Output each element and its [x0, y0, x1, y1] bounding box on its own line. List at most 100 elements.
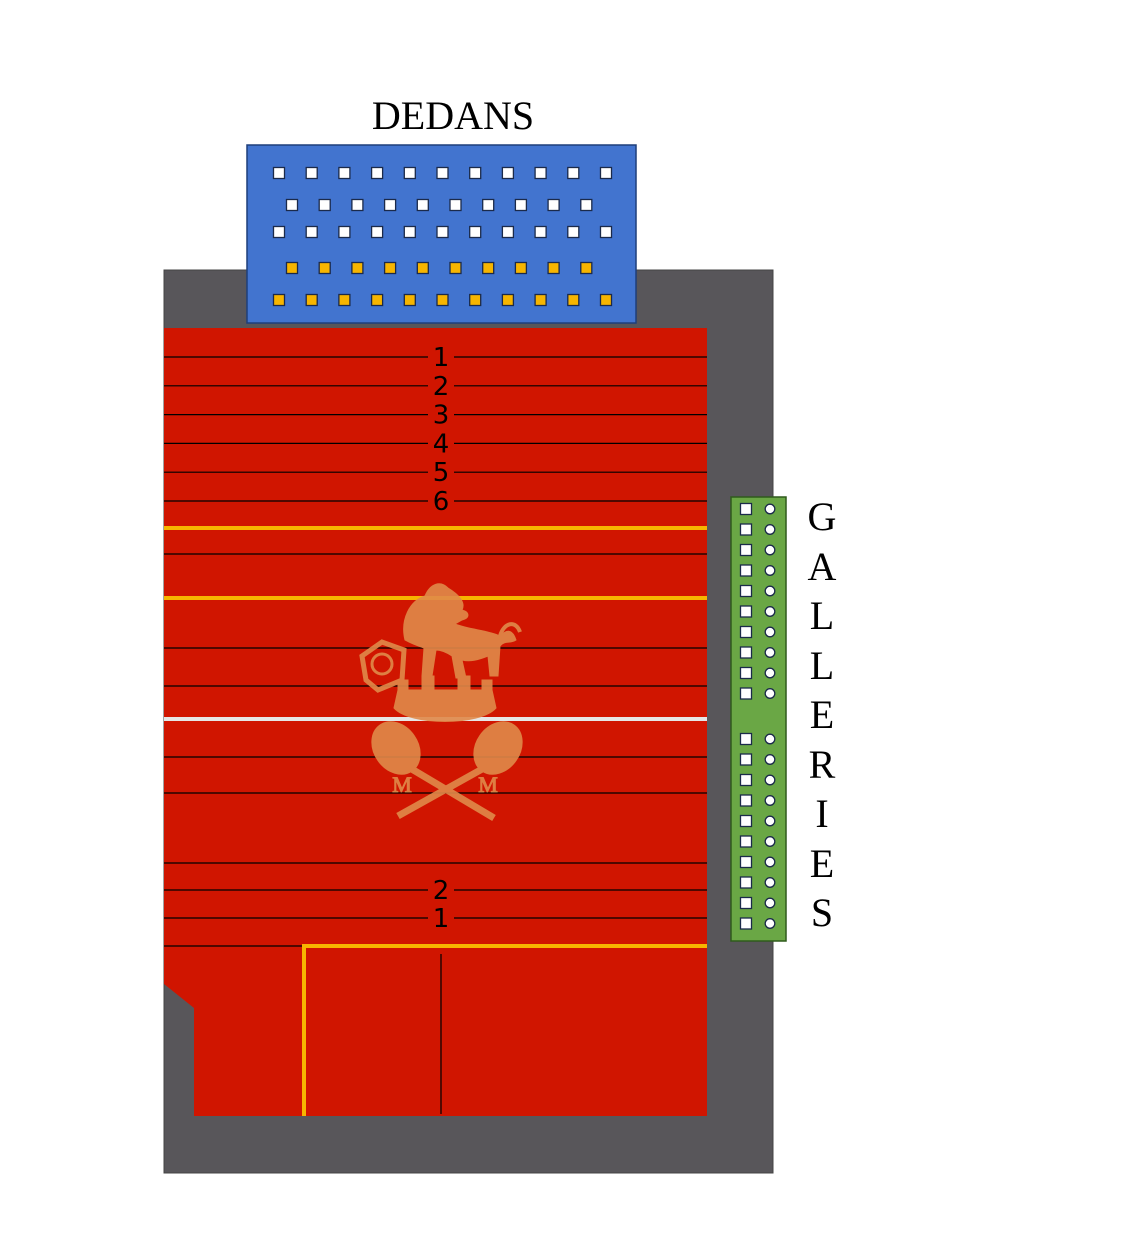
gallery-seat-circle[interactable]: [764, 565, 776, 576]
gallery-seat-square[interactable]: [739, 773, 753, 787]
gallery-seat-square[interactable]: [739, 605, 753, 618]
dedans-seat[interactable]: [305, 293, 318, 307]
dedans-seat[interactable]: [580, 198, 593, 212]
dedans-seat[interactable]: [403, 166, 416, 180]
galleries-letter: L: [809, 642, 835, 688]
gallery-seat-square[interactable]: [739, 835, 753, 848]
dedans-seat[interactable]: [469, 225, 482, 239]
gallery-seat-square[interactable]: [739, 814, 753, 828]
dedans-seat[interactable]: [501, 293, 515, 307]
dedans-seat[interactable]: [416, 261, 429, 275]
dedans-seat[interactable]: [285, 261, 299, 275]
dedans-seat[interactable]: [436, 293, 449, 307]
dedans-seat[interactable]: [501, 225, 515, 239]
gallery-seat-circle[interactable]: [764, 647, 776, 658]
dedans-seat[interactable]: [534, 225, 547, 239]
gallery-seat-square[interactable]: [739, 646, 753, 659]
dedans-seat[interactable]: [285, 198, 299, 212]
gallery-seat-square[interactable]: [739, 666, 753, 680]
dedans-seat[interactable]: [383, 198, 397, 212]
crest-crown-battlement-1: [397, 679, 409, 693]
dedans-seat[interactable]: [318, 261, 331, 275]
gallery-seat-circle[interactable]: [764, 897, 776, 909]
gallery-seat-circle[interactable]: [764, 815, 776, 827]
dedans-seat[interactable]: [482, 198, 495, 212]
dedans-seat[interactable]: [338, 293, 351, 307]
dedans-seat[interactable]: [514, 261, 528, 275]
dedans-seat[interactable]: [272, 225, 286, 239]
dedans-seat[interactable]: [305, 166, 318, 180]
dedans-seat[interactable]: [338, 225, 351, 239]
dedans-seat[interactable]: [272, 166, 286, 180]
dedans-seat[interactable]: [567, 166, 580, 180]
dedans-seat[interactable]: [272, 293, 286, 307]
dedans-seat[interactable]: [567, 293, 580, 307]
dedans-seat[interactable]: [403, 293, 416, 307]
dedans-seat[interactable]: [351, 198, 364, 212]
gallery-seat-circle[interactable]: [764, 688, 776, 699]
dedans-seat[interactable]: [318, 198, 331, 212]
gallery-seat-circle[interactable]: [764, 524, 776, 535]
crest-letter-left: M: [392, 772, 412, 797]
gallery-seat-square[interactable]: [739, 584, 753, 598]
gallery-seat-square[interactable]: [739, 502, 753, 516]
gallery-seat-square[interactable]: [739, 917, 753, 930]
gallery-seat-circle[interactable]: [764, 836, 776, 847]
gallery-seat-circle[interactable]: [764, 733, 776, 745]
dedans-seat[interactable]: [436, 166, 449, 180]
dedans-seat[interactable]: [436, 225, 449, 239]
gallery-seat-circle[interactable]: [764, 667, 776, 679]
dedans-seat[interactable]: [403, 225, 416, 239]
gallery-seat-circle[interactable]: [764, 606, 776, 617]
dedans-seat[interactable]: [370, 166, 384, 180]
dedans-seat[interactable]: [469, 166, 482, 180]
gallery-seat-circle[interactable]: [764, 626, 776, 638]
gallery-seat-square[interactable]: [739, 564, 753, 577]
gallery-seat-square[interactable]: [739, 753, 753, 766]
gallery-seat-square[interactable]: [739, 543, 753, 557]
gallery-seat-square[interactable]: [739, 794, 753, 807]
dedans-seat[interactable]: [599, 225, 613, 239]
crest-lion-tail: [498, 622, 522, 637]
crest-lion: [403, 583, 517, 679]
dedans-seat[interactable]: [370, 225, 384, 239]
gallery-seat-square[interactable]: [739, 687, 753, 700]
dedans-seat[interactable]: [305, 225, 318, 239]
gallery-seat-square[interactable]: [739, 732, 753, 746]
gallery-seat-circle[interactable]: [764, 795, 776, 806]
dedans-seat[interactable]: [534, 166, 547, 180]
gallery-seat-circle[interactable]: [764, 754, 776, 765]
gallery-seat-circle[interactable]: [764, 856, 776, 868]
dedans-seat[interactable]: [547, 261, 560, 275]
gallery-seat-square[interactable]: [739, 855, 753, 869]
dedans-seat[interactable]: [482, 261, 495, 275]
dedans-seat[interactable]: [567, 225, 580, 239]
gallery-seat-circle[interactable]: [764, 877, 776, 888]
dedans-seat[interactable]: [580, 261, 593, 275]
dedans-seat[interactable]: [351, 261, 364, 275]
gallery-seat-square[interactable]: [739, 876, 753, 889]
gallery-seat-circle[interactable]: [764, 774, 776, 786]
dedans-seat[interactable]: [370, 293, 384, 307]
dedans-seat[interactable]: [599, 166, 613, 180]
dedans-seat[interactable]: [449, 198, 462, 212]
dedans-seat[interactable]: [469, 293, 482, 307]
dedans-seat[interactable]: [547, 198, 560, 212]
gallery-seat-circle[interactable]: [764, 544, 776, 556]
dedans-seat[interactable]: [338, 166, 351, 180]
gallery-seat-circle[interactable]: [764, 503, 776, 515]
dedans-seat[interactable]: [501, 166, 515, 180]
dedans-seat[interactable]: [534, 293, 547, 307]
gallery-seat-square[interactable]: [739, 896, 753, 910]
dedans-seat[interactable]: [599, 293, 613, 307]
gallery-seat-circle[interactable]: [764, 918, 776, 929]
dedans-seat[interactable]: [449, 261, 462, 275]
dedans-seat[interactable]: [514, 198, 528, 212]
gallery-seat-square[interactable]: [739, 523, 753, 536]
dedans-seat[interactable]: [416, 198, 429, 212]
chase-number: 3: [433, 401, 450, 431]
gallery-seat-square[interactable]: [739, 625, 753, 639]
dedans-seat[interactable]: [383, 261, 397, 275]
gallery-seat-circle[interactable]: [764, 585, 776, 597]
